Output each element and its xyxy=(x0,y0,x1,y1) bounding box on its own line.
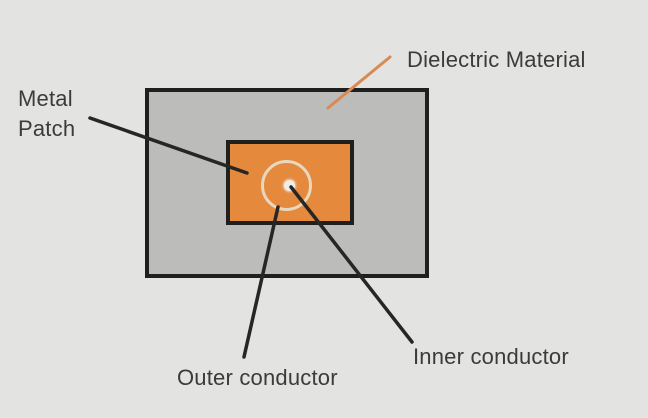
outer-conductor-label: Outer conductor xyxy=(177,365,338,390)
metal-patch-label: Metal Patch xyxy=(18,86,76,141)
inner-conductor-label: Inner conductor xyxy=(413,344,569,369)
inner-conductor-dot xyxy=(284,180,295,191)
dielectric-material-label: Dielectric Material xyxy=(407,47,586,72)
